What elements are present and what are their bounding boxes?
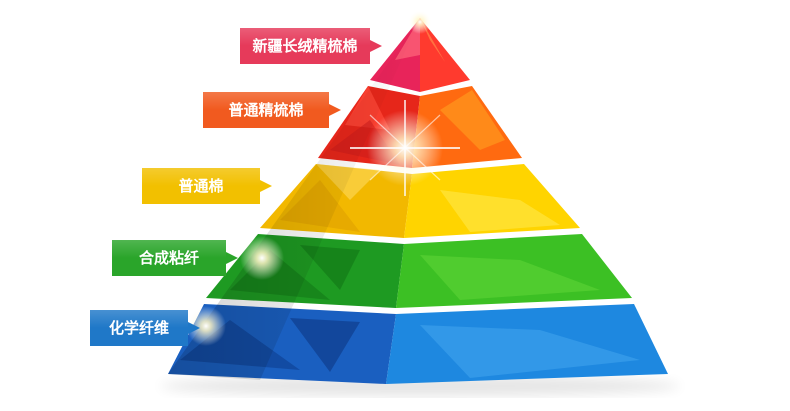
- ground-shadow: [160, 376, 680, 396]
- left-face-shade: [168, 18, 420, 380]
- tier-label-text: 化学纤维: [108, 319, 169, 337]
- tier-label-second: 普通精梳棉: [203, 92, 341, 128]
- tier-label-top: 新疆长绒精梳棉: [240, 28, 382, 64]
- tier-label-text: 新疆长绒精梳棉: [252, 37, 358, 55]
- tier-4-segment: [206, 234, 632, 308]
- tier-label-third: 普通棉: [142, 168, 272, 204]
- tier-label-text: 合成粘纤: [138, 249, 199, 267]
- tier-label-text: 普通棉: [178, 177, 224, 195]
- tier-label-bottom: 化学纤维: [90, 310, 200, 346]
- light-flare-blue: [186, 306, 226, 346]
- light-flare-top: [408, 10, 432, 34]
- tier-label-text: 普通精梳棉: [228, 101, 304, 119]
- light-flare-center: [350, 100, 460, 196]
- tier-label-fourth: 合成粘纤: [112, 240, 238, 276]
- light-flare-green: [240, 236, 284, 280]
